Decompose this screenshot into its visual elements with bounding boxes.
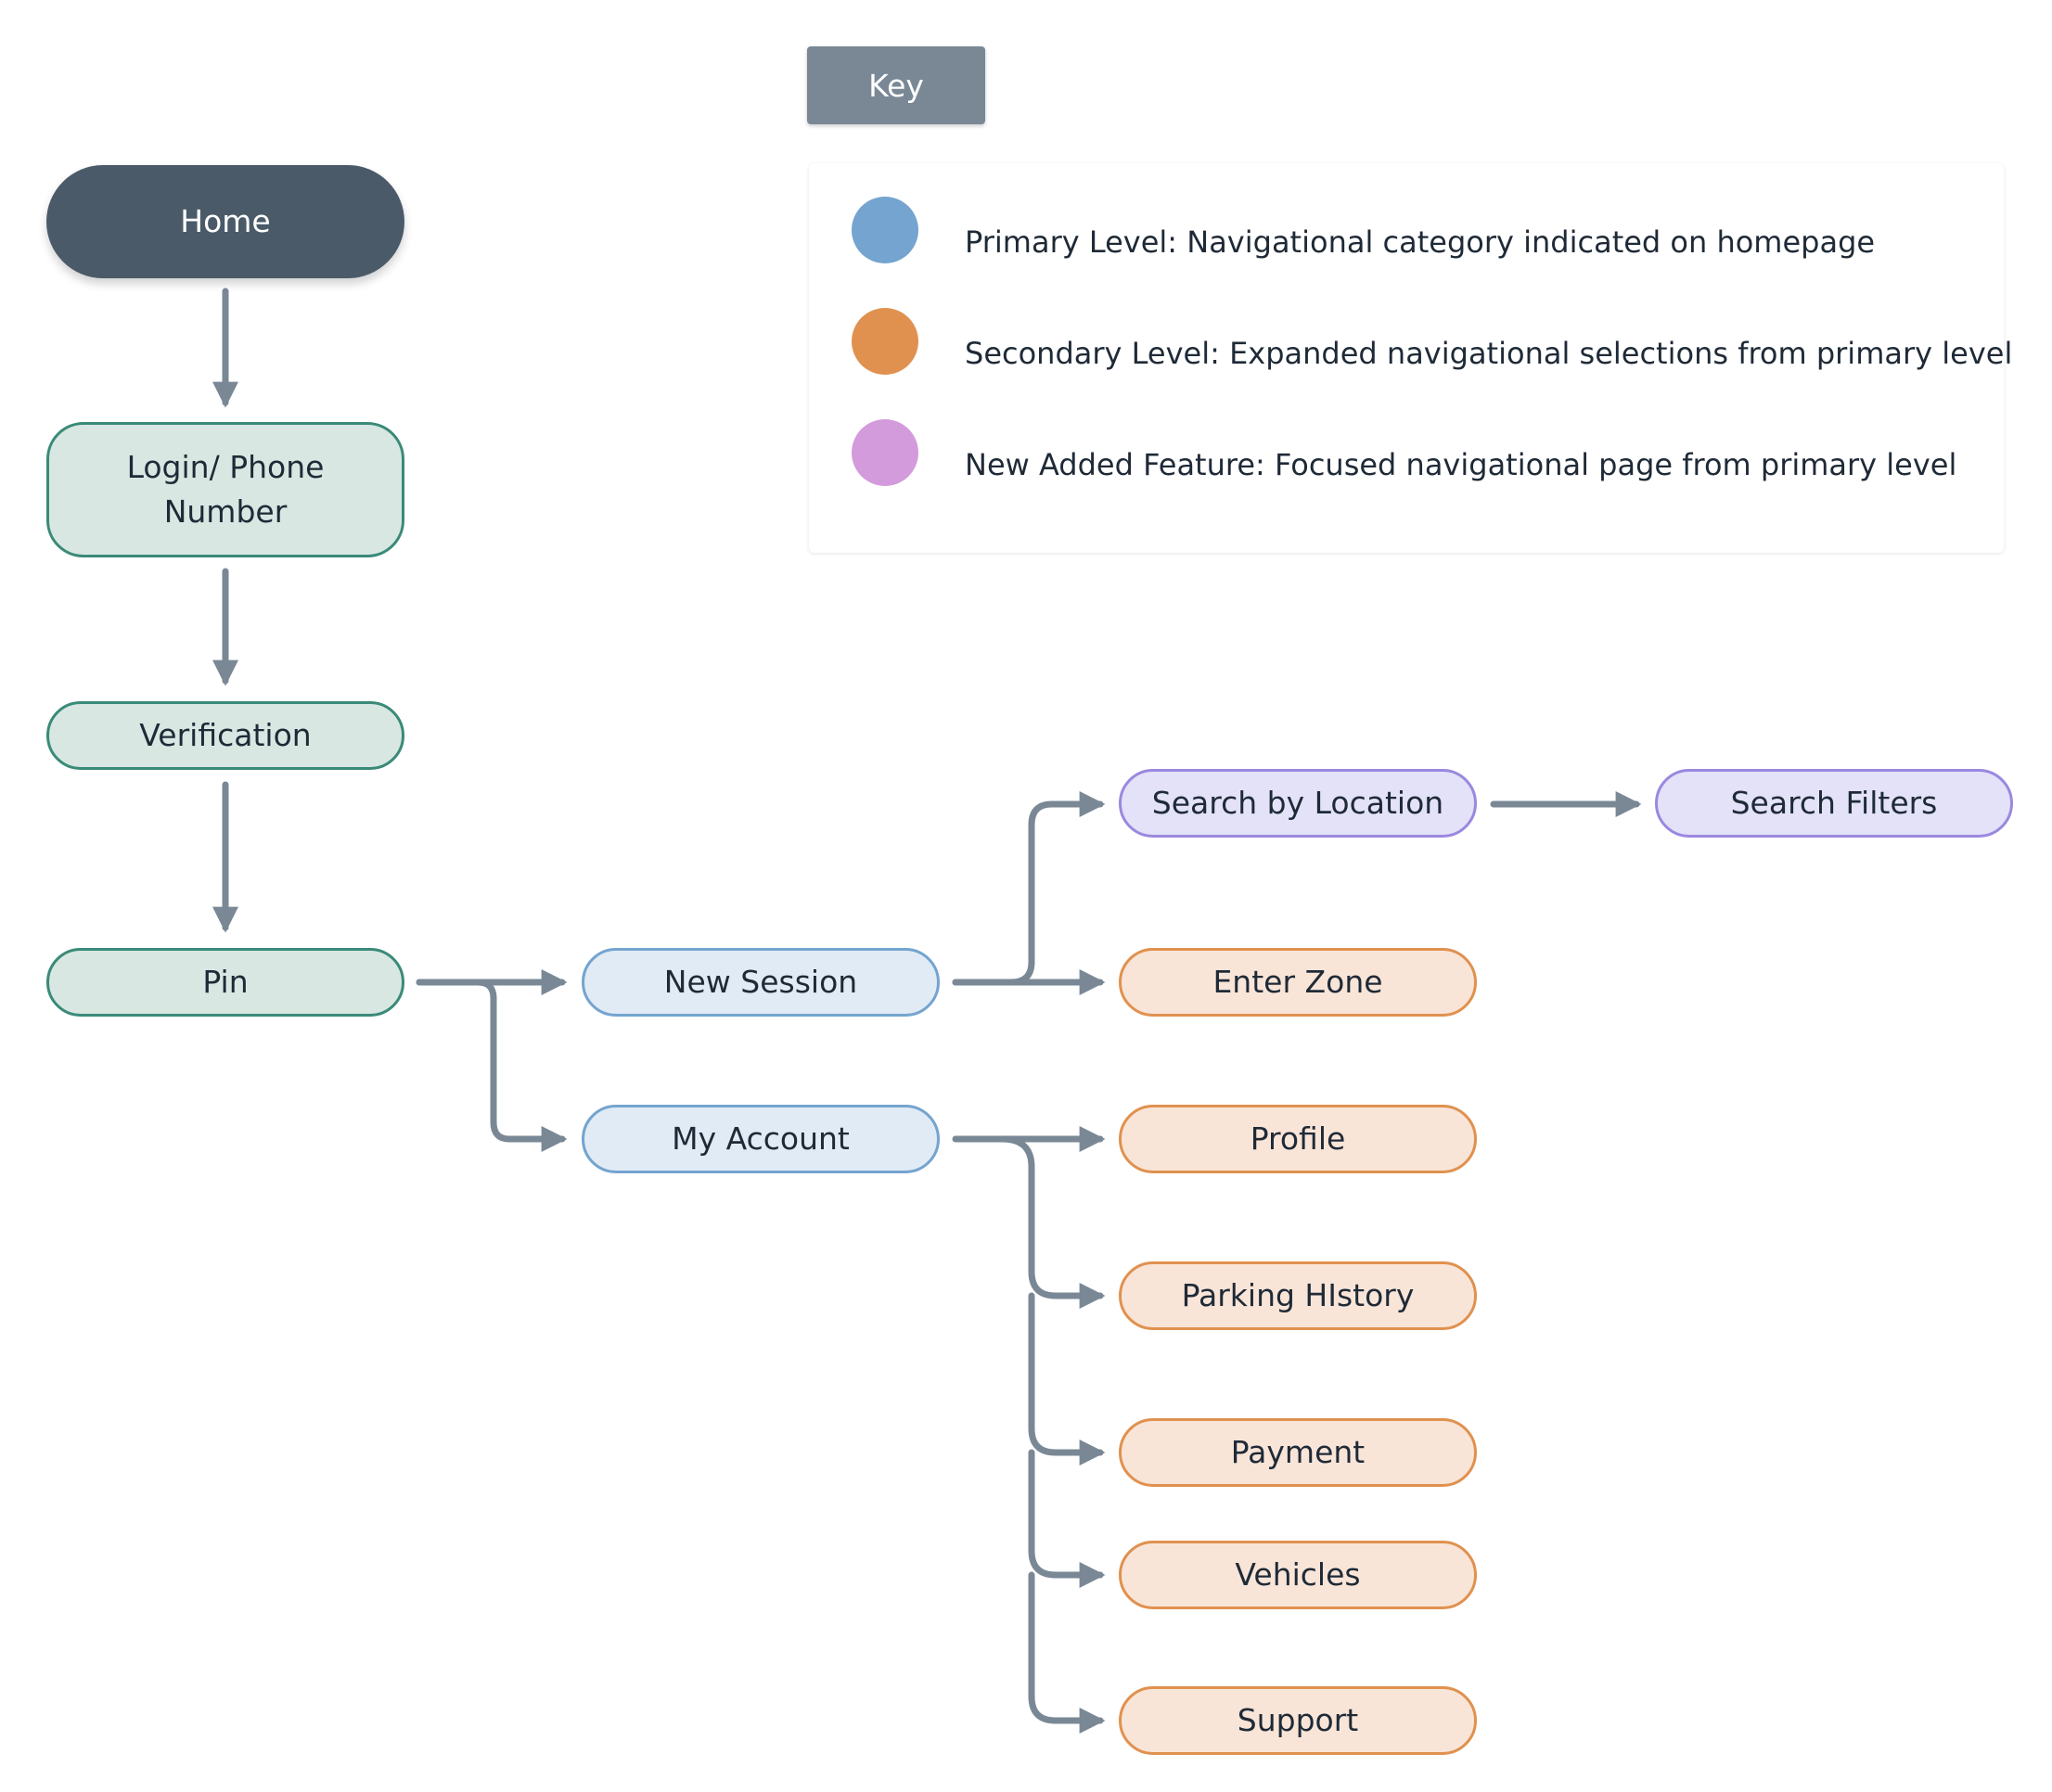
key-item-new-feature: New Added Feature: Focused navigational …: [809, 419, 2004, 493]
new-feature-label: New Added Feature: Focused navigational …: [965, 447, 1957, 482]
search-by-location-node[interactable]: Search by Location: [1119, 769, 1477, 838]
enter-zone-node[interactable]: Enter Zone: [1119, 948, 1477, 1017]
edge-my-account-vehicles: [1028, 1449, 1106, 1588]
key-item-secondary: Secondary Level: Expanded navigational s…: [809, 308, 2012, 382]
login-phone-number-node[interactable]: Login/ Phone Number: [46, 422, 404, 557]
verification-node[interactable]: Verification: [46, 701, 404, 770]
my-account-node[interactable]: My Account: [582, 1105, 940, 1173]
edge-new-session-search: [952, 791, 1106, 986]
secondary-level-label: Secondary Level: Expanded navigational s…: [965, 336, 2013, 371]
secondary-level-swatch: [852, 308, 918, 375]
key-item-primary: Primary Level: Navigational category ind…: [809, 197, 2004, 271]
edge-pin-my-account: [416, 979, 568, 1152]
home-node[interactable]: Home: [46, 165, 404, 278]
pin-node[interactable]: Pin: [46, 948, 404, 1017]
search-filters-node[interactable]: Search Filters: [1655, 769, 2013, 838]
new-feature-swatch: [852, 419, 918, 486]
primary-level-swatch: [852, 197, 918, 263]
edge-my-account-support: [1028, 1571, 1106, 1734]
edge-my-account-payment: [1028, 1292, 1106, 1466]
key-title: Key: [807, 46, 985, 124]
payment-node[interactable]: Payment: [1119, 1418, 1477, 1487]
profile-node[interactable]: Profile: [1119, 1105, 1477, 1173]
vehicles-node[interactable]: Vehicles: [1119, 1541, 1477, 1609]
new-session-node[interactable]: New Session: [582, 948, 940, 1017]
edge-my-account-parking-history: [998, 1135, 1106, 1309]
support-node[interactable]: Support: [1119, 1686, 1477, 1755]
parking-history-node[interactable]: Parking HIstory: [1119, 1261, 1477, 1330]
primary-level-label: Primary Level: Navigational category ind…: [965, 224, 1876, 260]
key-legend-panel: Primary Level: Navigational category ind…: [809, 163, 2012, 553]
